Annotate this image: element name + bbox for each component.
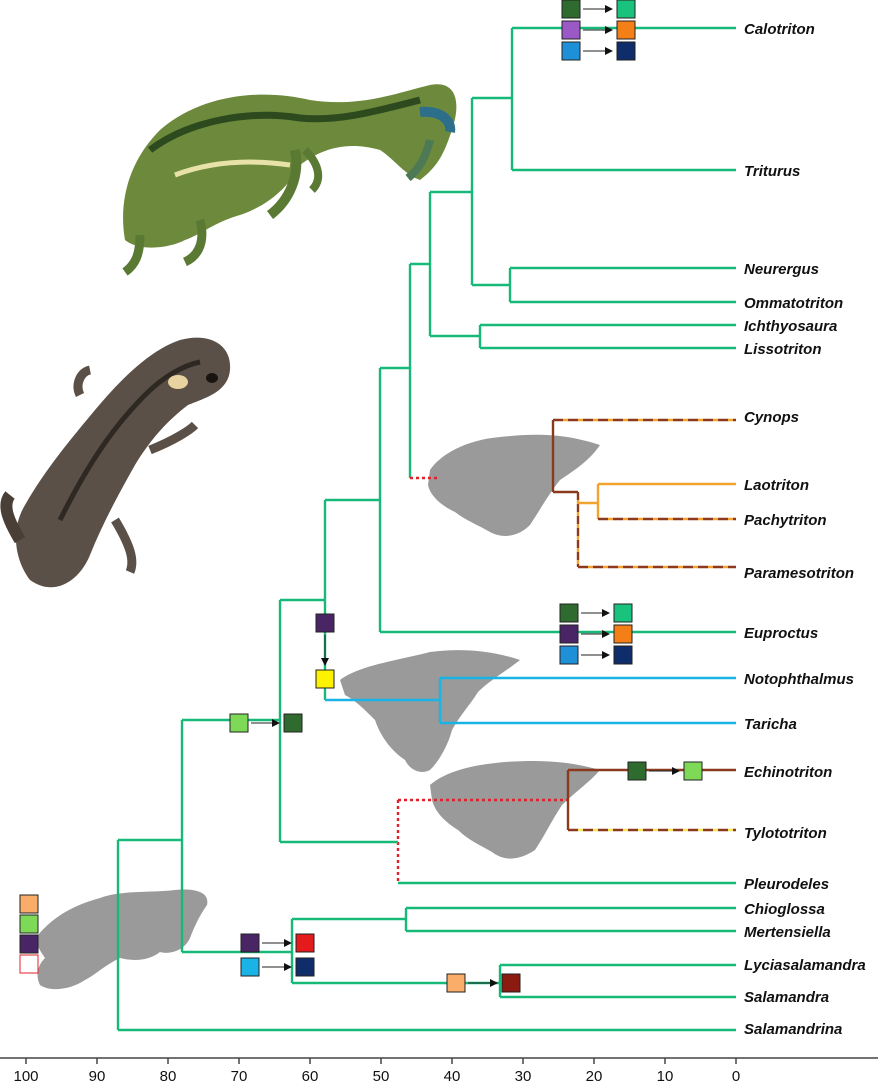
taxon-label: Cynops bbox=[744, 409, 800, 426]
axis-tick-label: 100 bbox=[13, 1068, 38, 1085]
world-map-icon bbox=[37, 434, 600, 990]
taxon-label: Tylototriton bbox=[744, 825, 827, 842]
taxon-label: Pleurodeles bbox=[744, 876, 830, 893]
axis-tick-label: 60 bbox=[302, 1068, 319, 1085]
taxon-label: Mertensiella bbox=[744, 924, 831, 941]
axis-tick-label: 50 bbox=[373, 1068, 390, 1085]
axis-tick-label: 40 bbox=[444, 1068, 461, 1085]
taxon-label: Euproctus bbox=[744, 625, 819, 642]
taxon-label: Laotriton bbox=[744, 477, 809, 494]
axis-tick-label: 10 bbox=[657, 1068, 674, 1085]
axis-tick-label: 80 bbox=[160, 1068, 177, 1085]
axis-tick-label: 20 bbox=[586, 1068, 603, 1085]
taxon-label: Neurergus bbox=[744, 261, 820, 278]
axis-tick-label: 90 bbox=[89, 1068, 106, 1085]
taxon-label: Lyciasalamandra bbox=[744, 957, 866, 974]
taxon-label: Chioglossa bbox=[744, 901, 825, 918]
axis-tick-label: 70 bbox=[231, 1068, 248, 1085]
taxon-label: Paramesotriton bbox=[744, 565, 855, 582]
taxon-label: Salamandra bbox=[744, 989, 830, 1006]
axis-tick-label: 30 bbox=[515, 1068, 532, 1085]
taxon-label: Lissotriton bbox=[744, 341, 822, 358]
salamander-photo-icon bbox=[0, 337, 231, 588]
taxon-label: Echinotriton bbox=[744, 764, 833, 781]
taxon-label: Ichthyosaura bbox=[744, 318, 838, 335]
taxon-label: Calotriton bbox=[744, 21, 815, 38]
newt-photo-icon bbox=[122, 84, 457, 276]
taxon-label: Ommatotriton bbox=[744, 295, 844, 312]
taxon-label: Notophthalmus bbox=[744, 671, 854, 688]
taxon-label: Pachytriton bbox=[744, 512, 827, 529]
taxon-label: Triturus bbox=[744, 163, 801, 180]
taxon-label: Salamandrina bbox=[744, 1021, 843, 1038]
axis-tick-label: 0 bbox=[732, 1068, 740, 1085]
taxon-label: Taricha bbox=[744, 716, 797, 733]
